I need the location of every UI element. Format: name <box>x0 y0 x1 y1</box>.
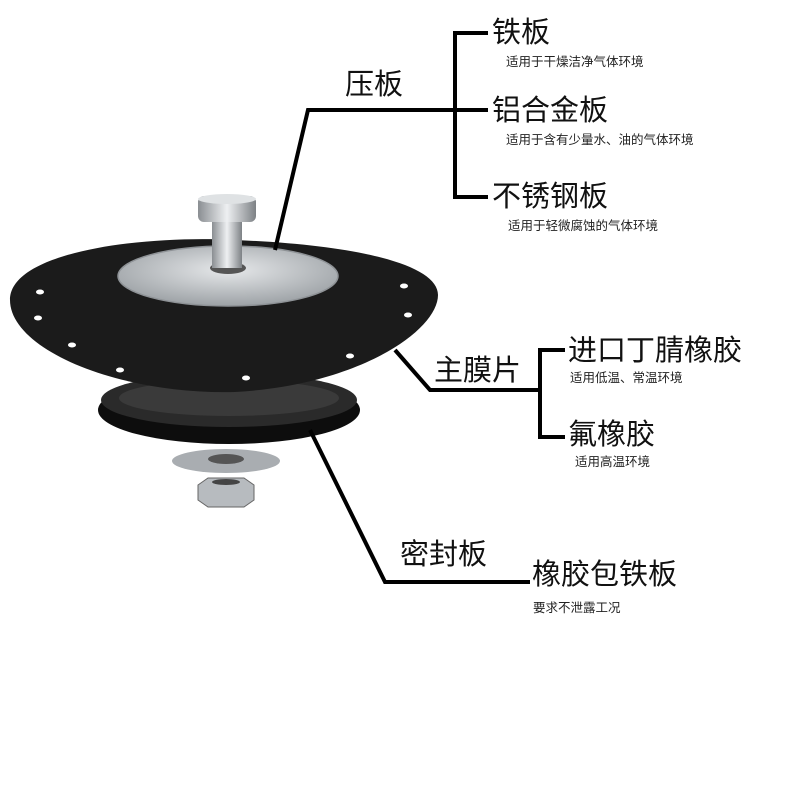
pressure-plate-label: 压板 <box>345 67 404 101</box>
option-note: 适用于干燥洁净气体环境 <box>506 54 644 69</box>
pressure-plate-bracket <box>453 31 488 199</box>
option-iron-plate: 铁板 <box>492 15 551 49</box>
nut-part <box>197 477 255 508</box>
option-note: 适用高温环境 <box>575 454 651 469</box>
pressure-plate-leader <box>273 108 455 251</box>
option-note: 适用于含有少量水、油的气体环境 <box>506 132 694 147</box>
washer-part <box>172 449 280 473</box>
main-diaphragm-bracket <box>538 348 565 439</box>
option-rubber-coated-iron: 橡胶包铁板 <box>532 557 678 591</box>
main-diaphragm-leader <box>393 348 540 392</box>
seal-plate-label: 密封板 <box>400 537 488 571</box>
option-aluminum-plate: 铝合金板 <box>492 93 609 127</box>
option-nbr-rubber: 进口丁腈橡胶 <box>568 333 743 367</box>
seal-plate-leader <box>308 429 530 584</box>
bolt-part <box>198 194 256 268</box>
option-fluoro-rubber: 氟橡胶 <box>568 417 656 451</box>
leader-lines <box>273 31 565 584</box>
option-note: 要求不泄露工况 <box>533 600 621 615</box>
option-note: 适用于轻微腐蚀的气体环境 <box>508 218 659 233</box>
option-stainless-plate: 不锈钢板 <box>492 179 609 213</box>
main-diaphragm-label: 主膜片 <box>434 353 522 387</box>
option-note: 适用低温、常温环境 <box>570 370 683 385</box>
